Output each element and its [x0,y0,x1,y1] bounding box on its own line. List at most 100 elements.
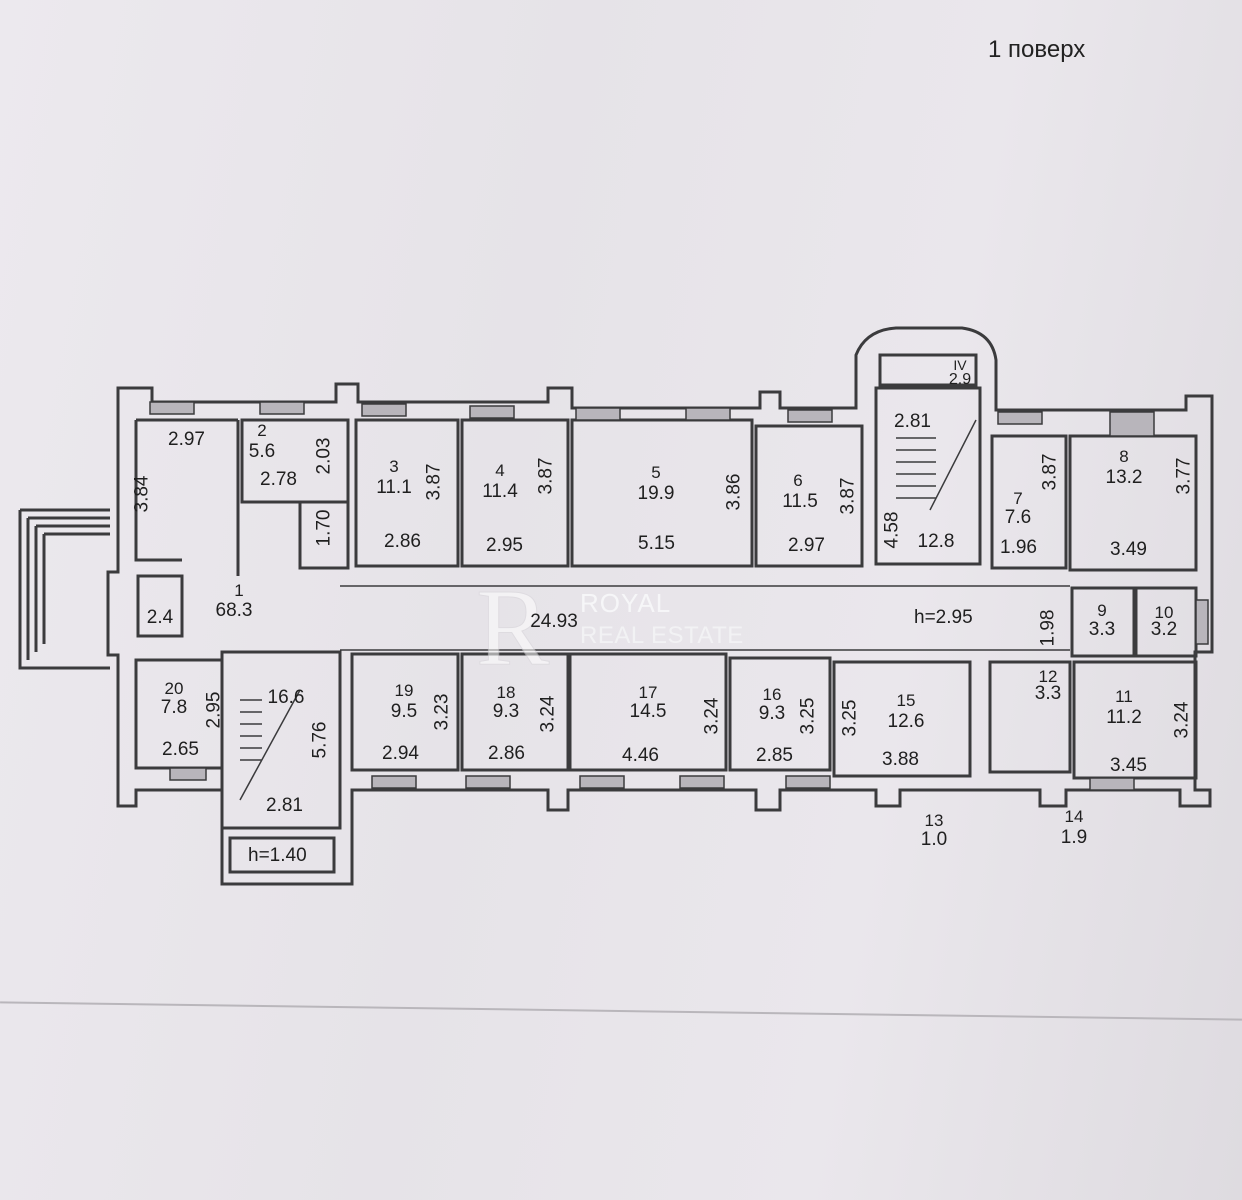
dimension-label: 2.78 [260,469,297,490]
room-number: IV [953,357,967,373]
window [169,767,207,781]
room-number: 7 [1013,489,1023,508]
room-number: 2 [257,421,267,440]
room-2-lower [298,502,350,570]
dimension-label: 3.24 [701,697,723,735]
dimension-label: 3.88 [882,749,919,770]
window [1195,599,1209,645]
dimension-label: 5.15 [638,533,675,554]
room-number: 10 [1154,603,1174,622]
window [787,409,833,423]
room-11-wall [1072,660,1198,780]
dimension-label: 3.84 [131,475,153,513]
small-box-area: 2.4 [146,607,174,628]
dimension-label: 2.65 [162,739,199,760]
room-number: 19 [394,681,414,700]
inner-wall [134,418,240,576]
dimension-label: 4.46 [622,745,659,766]
window [679,775,725,789]
stair-right-area: 12.8 [917,531,955,552]
stair-right-steps [896,419,977,511]
dimension-label: 3.24 [537,695,559,733]
room-3-wall [354,418,460,568]
room-area: 1.9 [1060,827,1088,848]
watermark-brand: ROYAL [580,588,672,618]
room-number: 4 [495,461,505,480]
stair-left-area: 16.6 [267,687,305,708]
room-6-wall [754,424,864,568]
room-number: 5 [651,463,661,482]
room-number: 16 [762,685,782,704]
dimension-label: 3.25 [797,697,819,735]
window [685,407,731,421]
room-area: 3.3 [1034,683,1062,704]
room-number: 14 [1064,807,1084,826]
room-number: 11 [1115,687,1133,706]
stair-height-label: h=1.40 [248,845,307,866]
dimension-label: 2.81 [894,411,931,432]
room-area: 12.6 [887,711,925,732]
room-4-wall [460,418,570,568]
watermark-subtitle: REAL ESTATE [580,622,744,649]
room-number: 9 [1097,601,1107,620]
room-area: 5.6 [248,441,276,462]
window [997,411,1043,425]
room-area: 9.5 [390,701,418,722]
room-number: 18 [496,683,516,702]
room-number: 13 [924,811,944,830]
dimension-label: 1.70 [313,509,335,547]
room-area: 11.1 [376,477,412,498]
stair-left-steps [239,689,301,801]
dimension-label: 3.87 [535,457,557,495]
window [579,775,625,789]
room-5-wall [570,418,754,568]
room-15-wall [832,660,972,778]
dimension-label: 3.45 [1110,755,1147,776]
room-area: 3.3 [1088,619,1116,640]
stair-left-wall [220,650,342,830]
dimension-label: 5.76 [309,721,331,759]
room-area: 3.2 [1150,619,1178,640]
dimension-label: 3.23 [431,693,453,731]
dimension-label: 2.86 [488,743,525,764]
room-number: 3 [389,457,399,476]
room-area: 68.3 [215,600,253,621]
dimension-label: 3.86 [723,473,745,511]
dimension-label: 2.94 [382,743,419,764]
dimension-label: 2.97 [788,535,825,556]
dimension-label: 4.58 [881,511,903,549]
dimension-label: 2.86 [384,531,421,552]
room-12-wall [988,660,1072,774]
dimension-label: 3.87 [1039,453,1061,491]
dimension-label: 2.85 [756,745,793,766]
svg-text:R: R [476,572,550,672]
window [259,401,305,415]
window [1109,411,1155,437]
window [149,401,195,415]
room-area: 2.9 [948,371,972,388]
dimension-label: 2.03 [313,437,335,475]
corridor-line [340,585,1070,651]
room-9-wall [1070,586,1136,658]
dimension-label: 3.25 [839,699,861,737]
room-number: 20 [164,679,184,698]
floor-title: 1 поверх [988,36,1086,63]
room-area: 11.4 [482,481,518,502]
room-number: 15 [896,691,916,710]
entrance-steps [18,508,110,670]
room-number: 12 [1038,667,1058,686]
room-area: 19.9 [637,483,675,504]
room-18-wall [460,652,570,772]
dimension-label: 2.95 [486,535,523,556]
corridor-area: 24.93 [530,611,578,632]
room-area: 11.2 [1106,707,1142,728]
ceiling-height-label: h=2.95 [914,607,973,628]
dimension-label: 1.96 [1000,537,1037,558]
window [361,403,407,417]
dimension-label: 2.81 [266,795,303,816]
small-box-wall [136,574,184,638]
stair-right-wall [874,386,982,566]
dimension-label: 3.87 [837,477,859,515]
window [575,407,621,421]
